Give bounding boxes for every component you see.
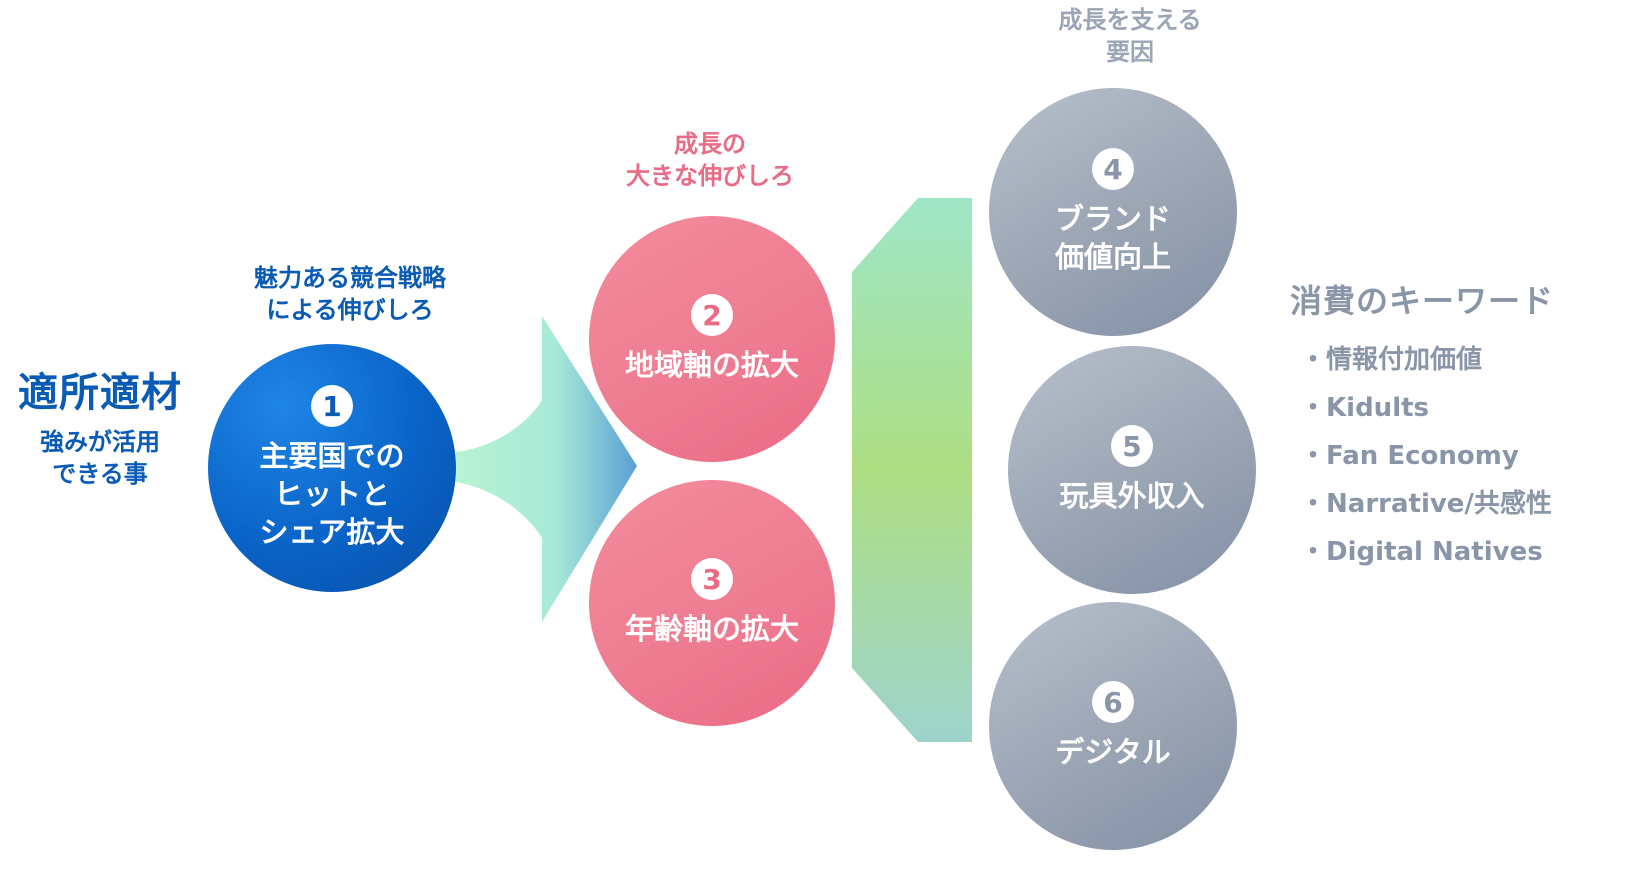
number-badge: 4 [1092,148,1134,190]
circle-label-line: 主要国での [259,439,405,473]
circle-2-region-axis: 2 地域軸の拡大 [589,216,835,462]
circle-label: デジタル [1055,733,1170,771]
caption-line: 大きな伸びしろ [626,162,794,190]
caption-line: 成長を支える [1058,6,1202,34]
keywords-list: 情報付加価値 Kidults Fan Economy Narrative/共感性… [1300,336,1620,576]
circle-label-line: ブランド [1054,202,1171,236]
caption-line: 魅力ある競合戦略 [254,264,446,292]
circle-label: 主要国での ヒットと シェア拡大 [259,437,404,551]
caption-competitive-strategy: 魅力ある競合戦略 による伸びしろ [200,262,500,326]
circle-5-non-toy-revenue: 5 玩具外収入 [1008,346,1256,594]
circle-6-digital: 6 デジタル [989,602,1237,850]
caption-line: 要因 [1106,38,1154,66]
keyword-item: Digital Natives [1300,528,1620,576]
circle-label-line: シェア拡大 [259,515,405,549]
keyword-item: Kidults [1300,384,1620,432]
keywords-title: 消費のキーワード [1290,282,1555,320]
caption-line: による伸びしろ [266,296,434,324]
circle-label-line: デジタル [1055,735,1171,769]
circle-label-line: 価値向上 [1054,240,1171,274]
circle-label-line: 地域軸の拡大 [624,348,799,382]
keyword-item: Fan Economy [1300,432,1620,480]
keyword-item: 情報付加価値 [1300,336,1620,384]
circle-label: ブランド 価値向上 [1055,200,1171,276]
caption-line: 成長の [674,130,746,158]
circle-label-line: 年齢軸の拡大 [624,612,799,646]
main-subtitle-line: できる事 [52,460,148,488]
circle-1-major-markets: 1 主要国での ヒットと シェア拡大 [208,344,456,592]
number-badge: 3 [691,558,733,600]
number-badge: 1 [311,385,353,427]
main-subtitle-line: 強みが活用 [40,428,160,456]
circle-label: 玩具外収入 [1059,477,1204,515]
circle-label-line: 玩具外収入 [1059,479,1205,513]
circle-label: 地域軸の拡大 [625,346,799,384]
caption-growth-potential: 成長の 大きな伸びしろ [560,128,860,192]
number-badge: 6 [1092,681,1134,723]
number-badge: 2 [691,294,733,336]
keyword-item: Narrative/共感性 [1300,480,1620,528]
circle-label: 年齢軸の拡大 [625,610,799,648]
number-badge: 5 [1111,425,1153,467]
funnel-arrow [456,316,637,622]
circle-3-age-axis: 3 年齢軸の拡大 [589,480,835,726]
circle-4-brand-value: 4 ブランド 価値向上 [989,88,1237,336]
main-title: 適所適材 [18,370,182,416]
circle-label-line: ヒットと [273,477,390,511]
growth-bar [852,198,972,742]
caption-growth-factors: 成長を支える 要因 [1030,4,1230,68]
main-subtitle: 強みが活用 できる事 [0,426,200,490]
